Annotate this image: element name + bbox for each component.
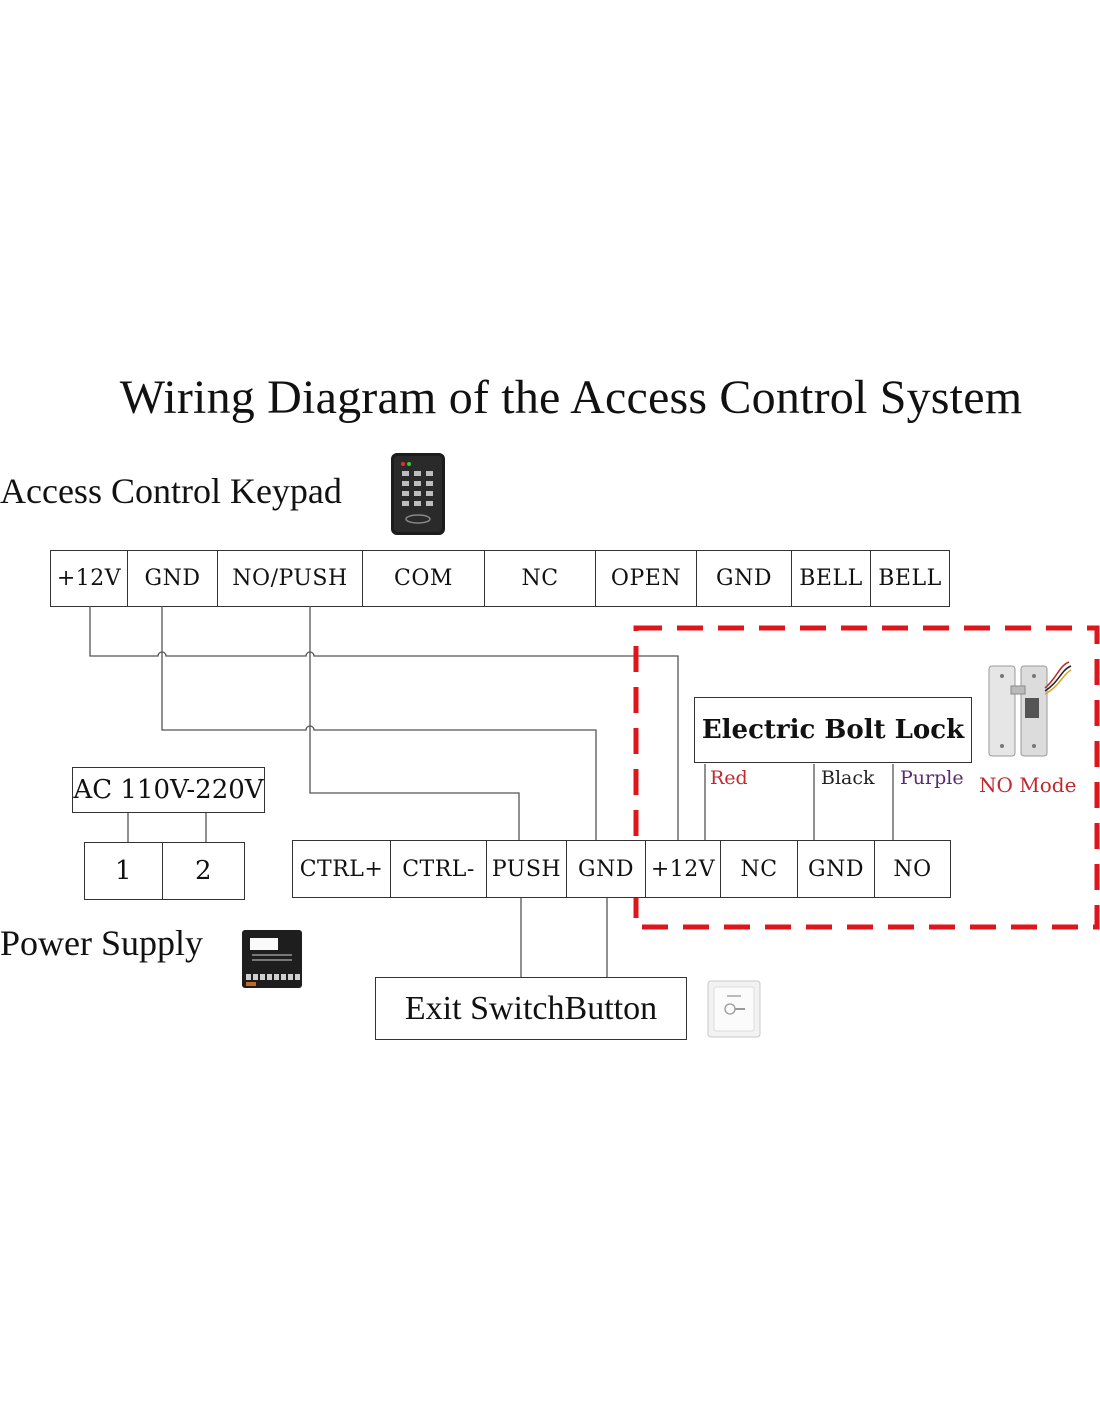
keypad-label: Access Control Keypad [0,471,342,511]
psu-terminal-gnd-2: GND [798,841,875,897]
exit-button-box: Exit SwitchButton [375,977,687,1040]
psu-terminal-ctrl-plus: CTRL+ [293,841,391,897]
keypad-terminal-bell-2: BELL [878,566,942,591]
keypad-device-icon [389,451,447,537]
ac-input-box: AC 110V-220V [72,767,265,813]
lock-wire-black: Black [821,767,875,789]
ac-terminal-1: 1 [85,843,163,899]
no-mode-label: NO Mode [979,773,1077,797]
keypad-terminal-gnd-2: GND [697,551,792,606]
psu-terminal-ctrl-minus: CTRL- [391,841,487,897]
bolt-lock-box: Electric Bolt Lock [694,697,972,763]
exit-button-device-icon [705,978,763,1040]
diagram-title: Wiring Diagram of the Access Control Sys… [119,371,1023,424]
lock-wire-purple: Purple [900,767,964,789]
psu-terminal-push: PUSH [487,841,567,897]
keypad-terminal-no-push: NO/PUSH [218,551,363,606]
psu-terminal-nc: NC [721,841,798,897]
keypad-terminal-open: OPEN [596,551,697,606]
keypad-terminal-nc: NC [485,551,596,606]
bolt-lock-device-icon [985,658,1073,762]
psu-terminal-strip: CTRL+ CTRL- PUSH GND +12V NC GND NO [292,840,951,898]
ac-terminal-strip: 1 2 [84,842,245,900]
lock-wire-red: Red [710,767,748,789]
keypad-terminal-com: COM [363,551,485,606]
keypad-terminal-gnd: GND [128,551,218,606]
psu-terminal-gnd: GND [567,841,646,897]
ac-terminal-2: 2 [194,856,213,886]
power-supply-device-icon [240,926,304,992]
power-supply-label: Power Supply [0,923,204,963]
psu-terminal-12v: +12V [646,841,721,897]
keypad-terminal-12v: +12V [51,551,128,606]
psu-terminal-no: NO [893,856,932,882]
keypad-terminal-bell: BELL [792,551,871,606]
keypad-terminal-strip: +12V GND NO/PUSH COM NC OPEN GND BELL BE… [50,550,950,607]
no-mode-highlight-frame [633,625,1100,930]
